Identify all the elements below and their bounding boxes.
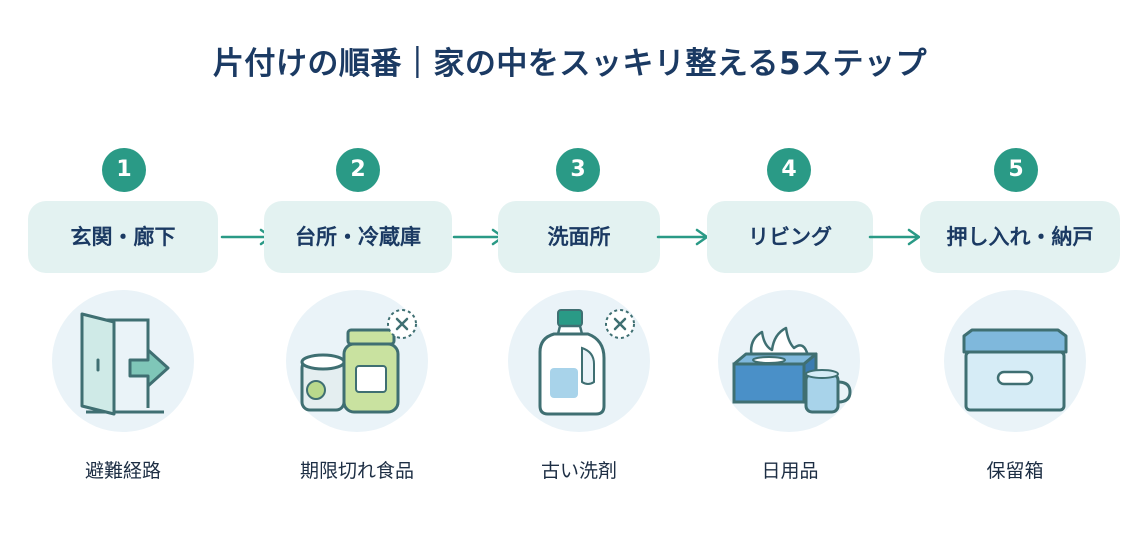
step-5-caption: 保留箱	[986, 460, 1044, 482]
step-1-icon-circle	[52, 290, 194, 432]
page-title: 片付けの順番｜家の中をスッキリ整える5ステップ	[212, 46, 928, 82]
step-5-badge: 5	[994, 148, 1038, 192]
storage-box-icon	[962, 328, 1068, 412]
step-4-badge: 4	[767, 148, 811, 192]
step-3-icon-circle	[508, 290, 650, 432]
step-3-badge: 3	[556, 148, 600, 192]
step-2-badge: 2	[336, 148, 380, 192]
step-4-icon-circle	[718, 290, 860, 432]
step-2-caption: 期限切れ食品	[299, 460, 414, 482]
step-1-badge: 1	[102, 148, 146, 192]
tissue-mug-icon	[732, 326, 852, 414]
step-4-label: リビング	[707, 201, 873, 273]
step-1-caption: 避難経路	[84, 460, 161, 482]
step-5-label: 押し入れ・納戸	[920, 201, 1120, 273]
detergent-bottle-icon	[538, 309, 635, 416]
step-2-label: 台所・冷蔵庫	[264, 201, 452, 273]
step-1-label: 玄関・廊下	[28, 201, 218, 273]
step-5-icon-circle	[944, 290, 1086, 432]
step-3-label: 洗面所	[498, 201, 660, 273]
step-2-icon-circle	[286, 290, 428, 432]
food-jars-icon	[300, 309, 417, 414]
step-3-caption: 古い洗剤	[540, 460, 617, 482]
step-4-caption: 日用品	[761, 460, 819, 482]
arrow-right-icon	[868, 228, 921, 246]
door-exit-icon	[80, 312, 170, 416]
arrow-right-icon	[656, 228, 709, 246]
